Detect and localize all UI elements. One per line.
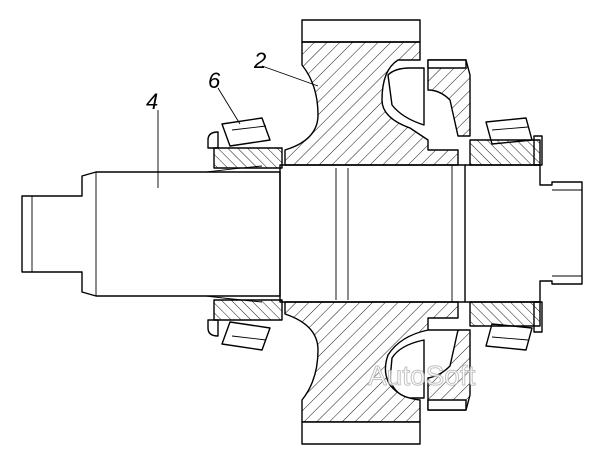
leader-line-2 (261, 65, 319, 87)
right-bearing-lower (469, 301, 543, 351)
part-2-label: 2 (254, 48, 267, 73)
part-6-label: 6 (208, 68, 221, 93)
part-4-label: 4 (146, 89, 159, 114)
hub-lower-section (284, 301, 471, 445)
left-bearing-lower (207, 299, 283, 351)
left-bearing-upper (207, 117, 283, 169)
watermark-text: AutoSoft (367, 360, 476, 391)
leader-line-6 (217, 87, 241, 125)
spindle (21, 164, 583, 303)
hub-upper-section (284, 19, 471, 166)
right-bearing-upper (469, 117, 543, 166)
